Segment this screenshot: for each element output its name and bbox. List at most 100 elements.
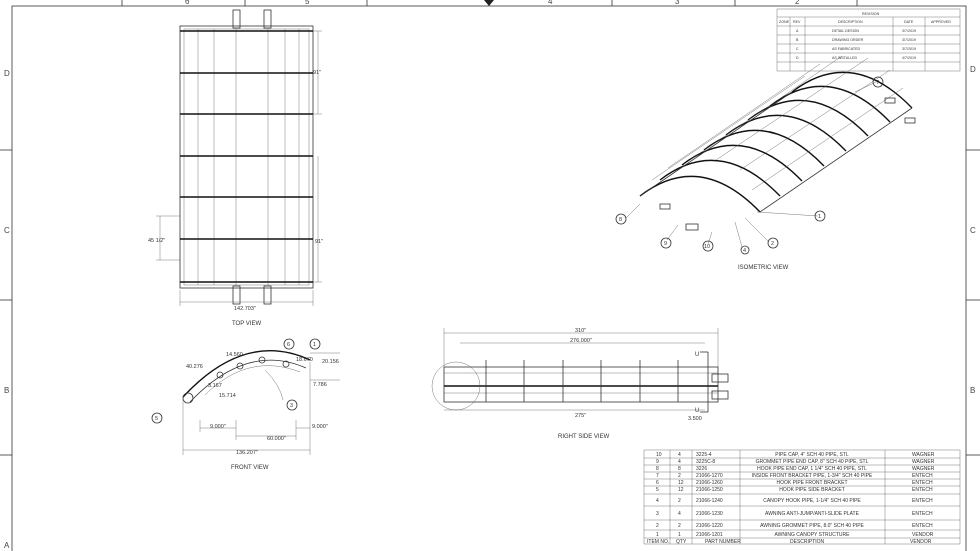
- balloon-4-label: 4: [743, 248, 746, 254]
- bom-cell-vendor: ENTECH: [912, 480, 933, 486]
- dim-right-310: 310": [575, 328, 586, 334]
- balloon-6-front: [283, 338, 295, 350]
- bom-cell-qty: 4: [678, 452, 681, 458]
- bom-cell-qty: 4: [678, 511, 681, 517]
- bom-cell-desc: HOOK PIPE END CAP, 1 1/4" SCH 40 PIPE, S…: [757, 466, 867, 472]
- dim-right-275: 275": [575, 413, 586, 419]
- top-view: [156, 9, 322, 306]
- balloon-9-label: 9: [664, 241, 667, 247]
- bom-cell-part: 21066-1250: [696, 487, 723, 493]
- isometric-view: [625, 55, 916, 248]
- bom-cell-qty: 2: [678, 498, 681, 504]
- rev-header-zone: ZONE: [779, 20, 790, 24]
- balloon-4-iso: [740, 245, 750, 255]
- bom-cell-part: 3225-4: [696, 452, 712, 458]
- center-mark: [484, 0, 494, 6]
- bom-cell-qty: 4: [678, 459, 681, 465]
- bom-cell-vendor: WAGNER: [912, 466, 935, 472]
- section-mark-bottom: U: [695, 408, 699, 414]
- bom-cell-qty: 12: [678, 487, 684, 493]
- row-label-b-right: B: [970, 386, 975, 395]
- bom-cell-vendor: ENTECH: [912, 498, 933, 504]
- isometric-view-label: ISOMETRIC VIEW: [738, 265, 789, 271]
- bom-cell-vendor: ENTECH: [912, 523, 933, 529]
- col-label-5: 5: [305, 0, 310, 6]
- balloon-1-iso: [814, 210, 826, 222]
- bom-cell-part: 3225C-8: [696, 459, 715, 465]
- bom-cell-part: 21066-1220: [696, 523, 723, 529]
- bom-cell-desc: HOOK PIPE FRONT BRACKET: [776, 480, 847, 486]
- bom-cell-vendor: ENTECH: [912, 511, 933, 517]
- balloon-10-iso: [702, 240, 714, 252]
- bom-cell-part: 21066-1260: [696, 480, 723, 486]
- dim-front-9000-left: 9.000": [210, 424, 226, 430]
- revision-title: REVISION: [862, 12, 880, 16]
- col-label-2: 2: [795, 0, 800, 6]
- dim-front-3167: 3.167: [208, 383, 222, 389]
- rev-row-date: 3/7/2019: [902, 47, 916, 51]
- rev-row-rev: A: [796, 29, 799, 33]
- rev-row-desc: AS INSTALLED: [832, 56, 858, 60]
- rev-row-desc: DETAIL DESIGN: [832, 29, 859, 33]
- bom-cell-qty: 2: [678, 473, 681, 479]
- balloon-9-iso: [660, 237, 672, 249]
- bom-cell-desc: AWNING GROMMET PIPE, 8.0" SCH 40 PIPE: [760, 523, 864, 529]
- bom-cell-item: 7: [656, 473, 659, 479]
- front-view: [182, 350, 340, 455]
- bom-header-item: ITEM NO.: [647, 539, 669, 545]
- dim-front-136207: 136.207": [236, 450, 258, 456]
- bom-cell-item: 2: [656, 523, 659, 529]
- balloon-8-iso: [615, 213, 627, 225]
- dim-top-91-upper: 91": [313, 70, 321, 76]
- row-label-c: C: [4, 226, 10, 235]
- bom-cell-desc: PIPE CAP, 4" SCH 40 PIPE, STL: [775, 452, 849, 458]
- balloon-3-front: [286, 399, 298, 411]
- bom-cell-qty: 12: [678, 480, 684, 486]
- right-side-view: [431, 328, 729, 413]
- bom-cell-desc: CANOPY HOOK PIPE, 1-1/4" SCH 40 PIPE: [763, 498, 861, 504]
- bom-cell-desc: INSIDE FRONT BRACKET PIPE, 1-3/4" SCH 40…: [752, 473, 873, 479]
- bom-cell-part: 21066-1230: [696, 511, 723, 517]
- row-label-d: D: [4, 69, 10, 78]
- bom-cell-item: 9: [656, 459, 659, 465]
- balloon-2-label: 2: [771, 241, 774, 247]
- rev-row-desc: DRAWING ORDER: [832, 38, 864, 42]
- rev-row-rev: D: [796, 56, 799, 60]
- rev-row-rev: B: [796, 38, 799, 42]
- bom-cell-item: 4: [656, 498, 659, 504]
- bom-cell-item: 3: [656, 511, 659, 517]
- bom-cell-desc: GROMMET PIPE END CAP, 8" SCH 40 PIPE, ST…: [756, 459, 869, 465]
- bom-cell-desc: AWNING ANTI-JUMP/ANTI-SLIDE PLATE: [765, 511, 860, 517]
- bom-cell-vendor: ENTECH: [912, 473, 933, 479]
- bom-cell-item: 1: [656, 532, 659, 538]
- bom-cell-item: 8: [656, 466, 659, 472]
- bom-header-qty: QTY: [676, 539, 687, 545]
- dim-top-91-lower: 91": [315, 239, 323, 245]
- bom-cell-desc: AWNING CANOPY STRUCTURE: [774, 532, 850, 538]
- bom-table: [643, 449, 961, 545]
- bom-cell-part: 3226: [696, 466, 707, 472]
- balloon-2-iso: [767, 237, 779, 249]
- col-label-3: 3: [675, 0, 680, 6]
- balloon-7-iso: [872, 76, 884, 88]
- bom-cell-part: 21066-1240: [696, 498, 723, 504]
- balloon-1-iso-label: 1: [818, 214, 821, 220]
- dim-front-20156: 20.156: [322, 359, 339, 365]
- rev-header-rev: REV: [793, 20, 801, 24]
- col-label-4: 4: [548, 0, 553, 6]
- bom-cell-vendor: VENDOR: [912, 532, 934, 538]
- balloon-7-label: 7: [876, 80, 879, 86]
- bom-header-desc: DESCRIPTION: [790, 539, 825, 545]
- zone-ticks: [0, 0, 980, 456]
- rev-row-desc: AS FABRICATED: [832, 47, 860, 51]
- balloon-3-label: 3: [290, 403, 293, 409]
- revision-table: REVISION ZONE REV DESCRIPTION DATE APPRO…: [776, 8, 961, 72]
- bom-cell-part: 21066-1201: [696, 532, 723, 538]
- row-label-d-right: D: [970, 65, 976, 74]
- row-label-b: B: [4, 386, 9, 395]
- dim-front-18670: 18.670: [296, 357, 313, 363]
- balloon-10-label: 10: [704, 244, 710, 250]
- rev-header-desc: DESCRIPTION: [838, 20, 863, 24]
